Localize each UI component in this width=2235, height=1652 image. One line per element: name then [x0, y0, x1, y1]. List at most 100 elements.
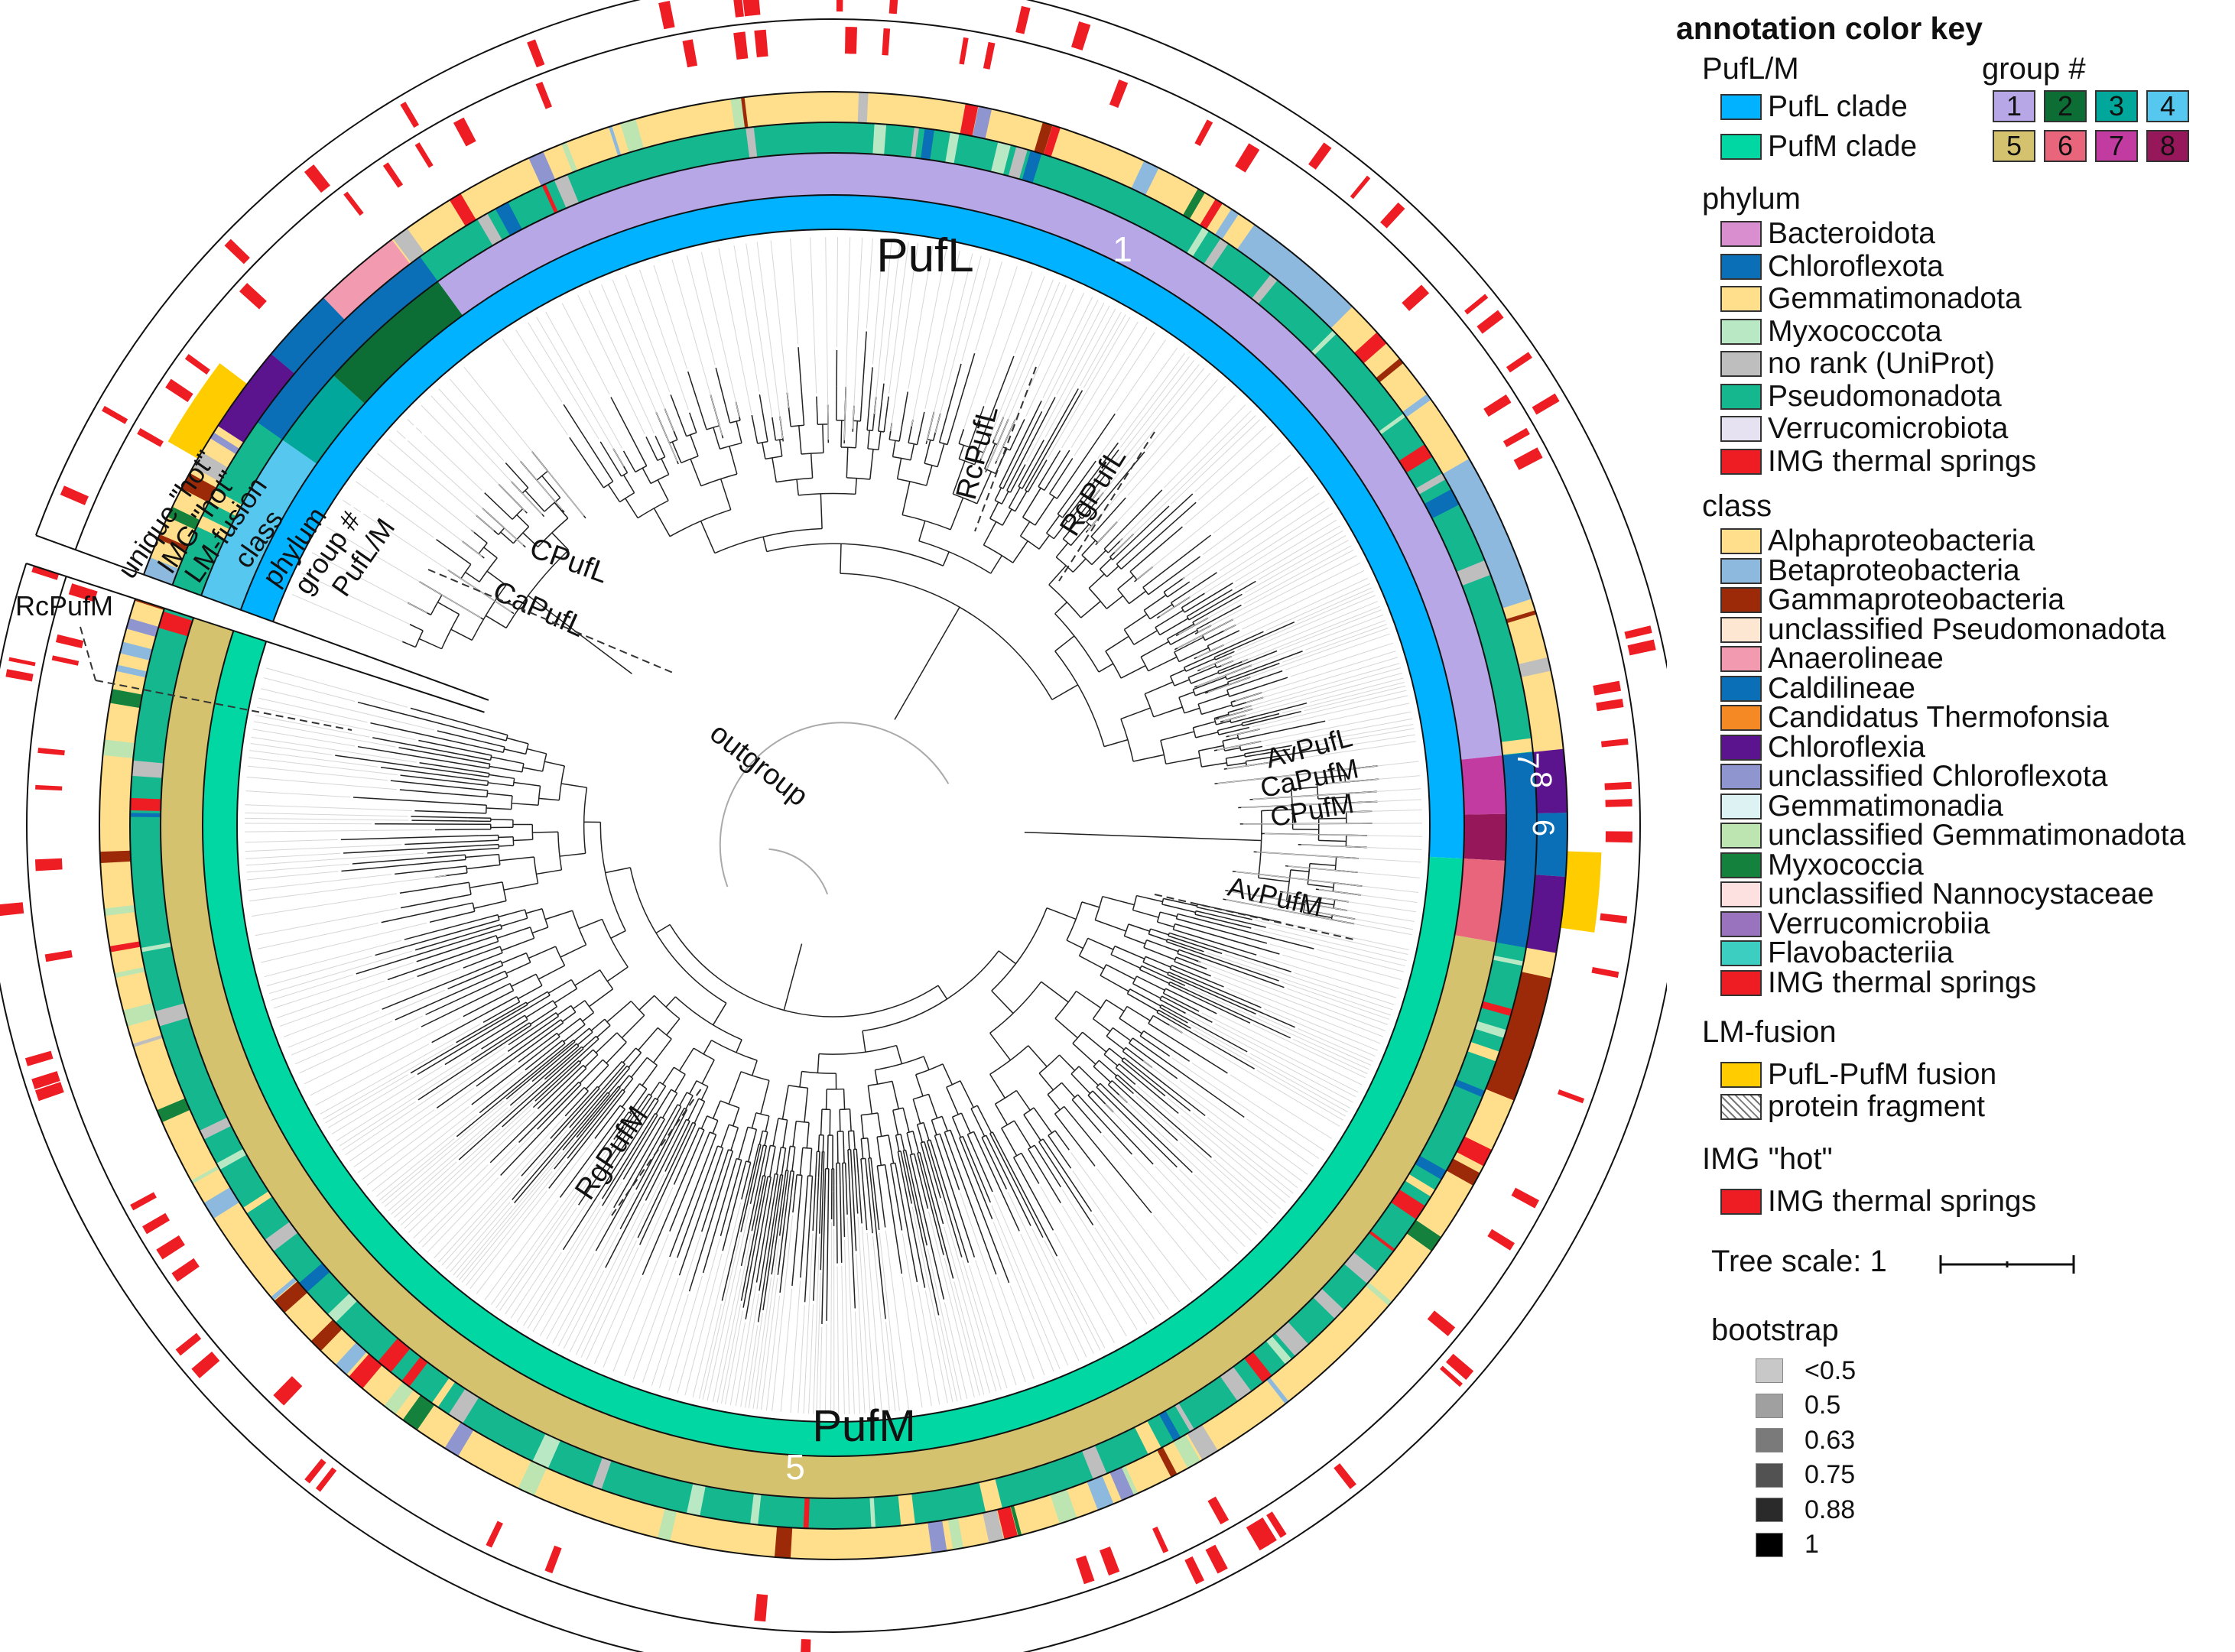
pufm-subtree-tip — [677, 1173, 709, 1258]
pufm-subtree-arc — [970, 1105, 978, 1109]
leaf-guide — [491, 1158, 596, 1305]
pufl-subtree-branch — [958, 429, 965, 444]
pufl-subtree-branch — [798, 425, 802, 455]
pufl-subtree-arc — [1062, 538, 1072, 547]
leaf-guide — [299, 1015, 424, 1074]
ring-phylum-stripe — [1493, 955, 1524, 966]
pufm-subtree-branch — [742, 1162, 752, 1193]
pufm-subtree-branch — [853, 1131, 856, 1150]
leaf-guide — [1258, 530, 1343, 580]
leaf-guide — [528, 322, 599, 440]
pufm-subtree-tip — [669, 1153, 702, 1232]
ring-class-stripe — [109, 689, 143, 709]
legend-item-flavobacteriia: Flavobacteriia — [1720, 936, 1954, 969]
color-swatch — [1720, 557, 1762, 584]
leaf-guide — [375, 1114, 478, 1197]
pufm-subtree-branch — [694, 1101, 706, 1124]
ring-class-stripe — [274, 1280, 308, 1313]
leaf-guide — [586, 1247, 639, 1361]
pufm-subtree-arc — [903, 1149, 906, 1151]
fragment-swatch — [1720, 1094, 1762, 1120]
ring-class-stripe — [114, 967, 146, 979]
pufl-subtree-arc — [720, 442, 742, 450]
pufl-subtree-branch — [607, 484, 621, 503]
ring-phylum-stripe — [1220, 1366, 1252, 1401]
pufl-subtree-branch — [1165, 757, 1200, 765]
leaf-guide — [1294, 809, 1422, 814]
pufm-subtree-tip — [476, 1037, 544, 1087]
unique-hot-mark — [1334, 1463, 1356, 1489]
pufm-subtree-branch — [895, 1163, 902, 1198]
pufm-subtree-tip — [1108, 1116, 1154, 1165]
pufm-subtree-tip — [1154, 1045, 1171, 1057]
pufm-subtree-branch — [560, 944, 586, 958]
legend-label: Caldilineae — [1768, 671, 1915, 705]
pufm-subtree-branch — [503, 1022, 530, 1040]
leaf-guide — [1119, 411, 1252, 542]
pufm-subtree-arc — [466, 865, 468, 873]
pufl-subtree-tip — [1206, 593, 1243, 615]
unique-hot-mark — [5, 669, 34, 682]
pufm-subtree-branch — [677, 1109, 688, 1128]
img-hot-mark — [51, 655, 80, 666]
pufl-subtree-branch — [1002, 474, 1011, 489]
leaf-guide — [745, 1325, 759, 1408]
leaf-guide — [917, 1284, 940, 1405]
pufl-subtree-tip — [921, 411, 925, 422]
leaf-guide — [249, 757, 398, 776]
pufm-subtree-branch — [895, 1134, 900, 1152]
pufm-subtree-branch — [476, 928, 502, 937]
pufm-subtree-branch — [505, 962, 531, 975]
pufm-subtree-arc — [464, 855, 466, 860]
img-hot-mark — [959, 37, 969, 65]
pufm-subtree-arc — [1092, 999, 1107, 1020]
img-hot-mark — [1075, 1555, 1095, 1585]
leaf-guide — [1136, 454, 1291, 580]
leaf-guide — [1259, 955, 1397, 998]
ring-class-stripe — [157, 1098, 190, 1123]
ring-boundary — [202, 194, 1465, 1457]
leaf-guide — [1083, 314, 1126, 388]
color-swatch — [1756, 1532, 1783, 1557]
leaf-guide — [499, 1150, 610, 1311]
pufm-subtree-branch — [574, 969, 601, 986]
img-hot-mark — [1487, 1228, 1515, 1251]
img-hot-mark — [1402, 284, 1430, 311]
ring-lm-fusion-block — [1560, 851, 1602, 933]
pufm-subtree-tip — [578, 1118, 637, 1206]
img-hot-mark — [1605, 831, 1632, 843]
color-swatch — [1720, 318, 1762, 345]
pufm-subtree-arc — [1115, 1063, 1120, 1069]
pufm-subtree-tip — [664, 1142, 680, 1172]
pufm-subtree-tip — [849, 1180, 856, 1309]
pufl-subtree-arc — [958, 443, 970, 448]
pufl-subtree-branch — [1226, 755, 1246, 759]
leaf-guide — [1120, 356, 1190, 448]
pufm-subtree-arc — [989, 1131, 993, 1134]
leaf-guide — [315, 1043, 430, 1106]
pufl-subtree-branch — [822, 424, 824, 453]
pufm-subtree-arc — [1107, 1080, 1113, 1086]
pufl-subtree-arc — [1048, 584, 1082, 618]
pufm-subtree-branch — [512, 1014, 525, 1024]
pufm-subtree-branch — [612, 1089, 623, 1103]
pufl-subtree-tip — [1109, 497, 1126, 516]
ring-phylum-stripe — [1008, 146, 1028, 180]
pufm-subtree-arc — [1139, 966, 1142, 970]
leaf-guide — [1142, 1060, 1303, 1183]
pufl-subtree-branch — [1133, 630, 1158, 645]
pufm-subtree-arc — [770, 1144, 776, 1147]
pufm-subtree-tip — [601, 1131, 645, 1199]
pufm-subtree-branch — [1175, 956, 1194, 965]
legend-puflm-heading: PufL/M — [1702, 52, 1799, 86]
leaf-guide — [1184, 442, 1282, 525]
unique-hot-mark — [1266, 1511, 1287, 1538]
pufm-subtree-tip — [947, 1155, 960, 1190]
pufm-subtree-branch — [510, 1004, 528, 1015]
pufl-subtree-tip — [1213, 631, 1264, 655]
pufm-subtree-tip — [854, 1173, 859, 1214]
pufl-subtree-branch — [1022, 488, 1041, 518]
bootstrap-item-0-88: 0.88 — [1756, 1495, 1855, 1524]
unique-hot-mark — [733, 0, 744, 18]
pufm-subtree-branch — [526, 991, 548, 1005]
